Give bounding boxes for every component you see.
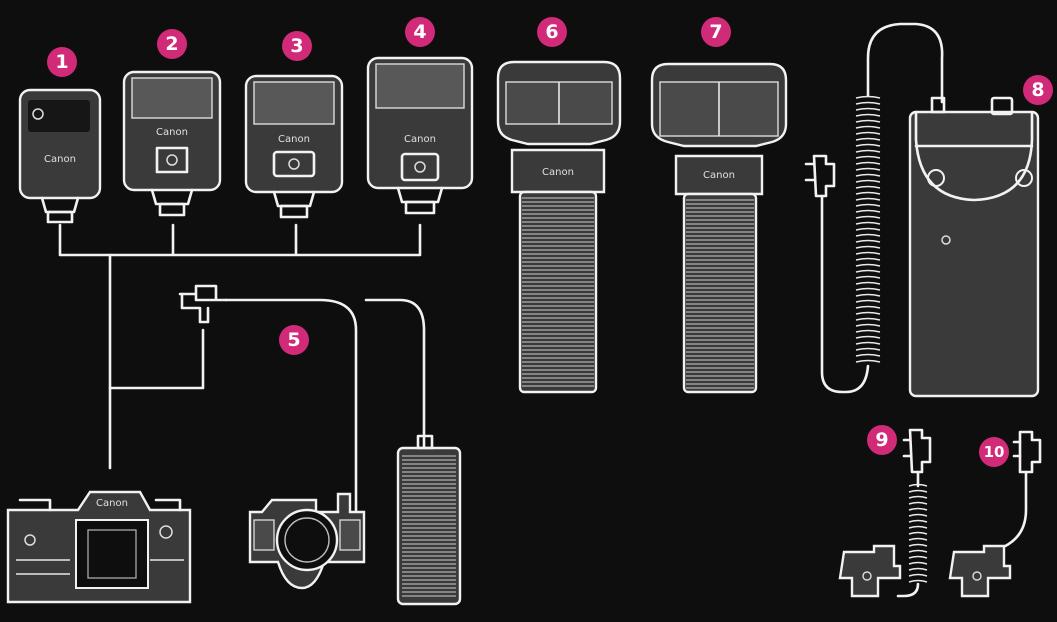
handle-flash-7: Canon [652,64,786,392]
flash-3-brand-label: Canon [278,134,310,145]
flash-unit-2: Canon [124,72,220,215]
macro-ring-flash-kit-5 [180,286,460,604]
flash-unit-3: Canon [246,76,342,217]
callout-5-number: 5 [287,329,300,351]
callout-2: 2 [157,29,187,59]
callout-3: 3 [282,31,312,61]
callout-9: 9 [867,425,897,455]
callout-5: 5 [279,325,309,355]
flash-unit-1: Canon [20,90,100,222]
flash-unit-4: Canon [368,58,472,213]
callout-7-number: 7 [709,21,722,43]
handle-6-brand-label: Canon [542,167,574,178]
callout-7: 7 [701,17,731,47]
callout-10-number: 10 [984,443,1005,461]
flash-1-brand-label: Canon [44,154,76,165]
callout-6: 6 [537,17,567,47]
callout-9-number: 9 [875,429,888,451]
callout-4: 4 [405,17,435,47]
callout-10: 10 [979,437,1009,467]
callout-6-number: 6 [545,21,558,43]
camera-body: Canon [8,492,190,602]
callout-2-number: 2 [165,33,178,55]
battery-pack-8 [806,24,1038,396]
camera-brand-label: Canon [96,498,128,509]
handle-flash-6: Canon [498,62,620,392]
callout-1-number: 1 [55,51,68,73]
callout-8-number: 8 [1031,79,1044,101]
callout-1: 1 [47,47,77,77]
flash-4-brand-label: Canon [404,134,436,145]
callout-3-number: 3 [290,35,303,57]
coiled-connecting-cord-9 [840,430,930,596]
flash-2-brand-label: Canon [156,127,188,138]
connector-lines [60,225,420,468]
callout-8: 8 [1023,75,1053,105]
callout-4-number: 4 [413,21,426,43]
handle-7-brand-label: Canon [703,170,735,181]
